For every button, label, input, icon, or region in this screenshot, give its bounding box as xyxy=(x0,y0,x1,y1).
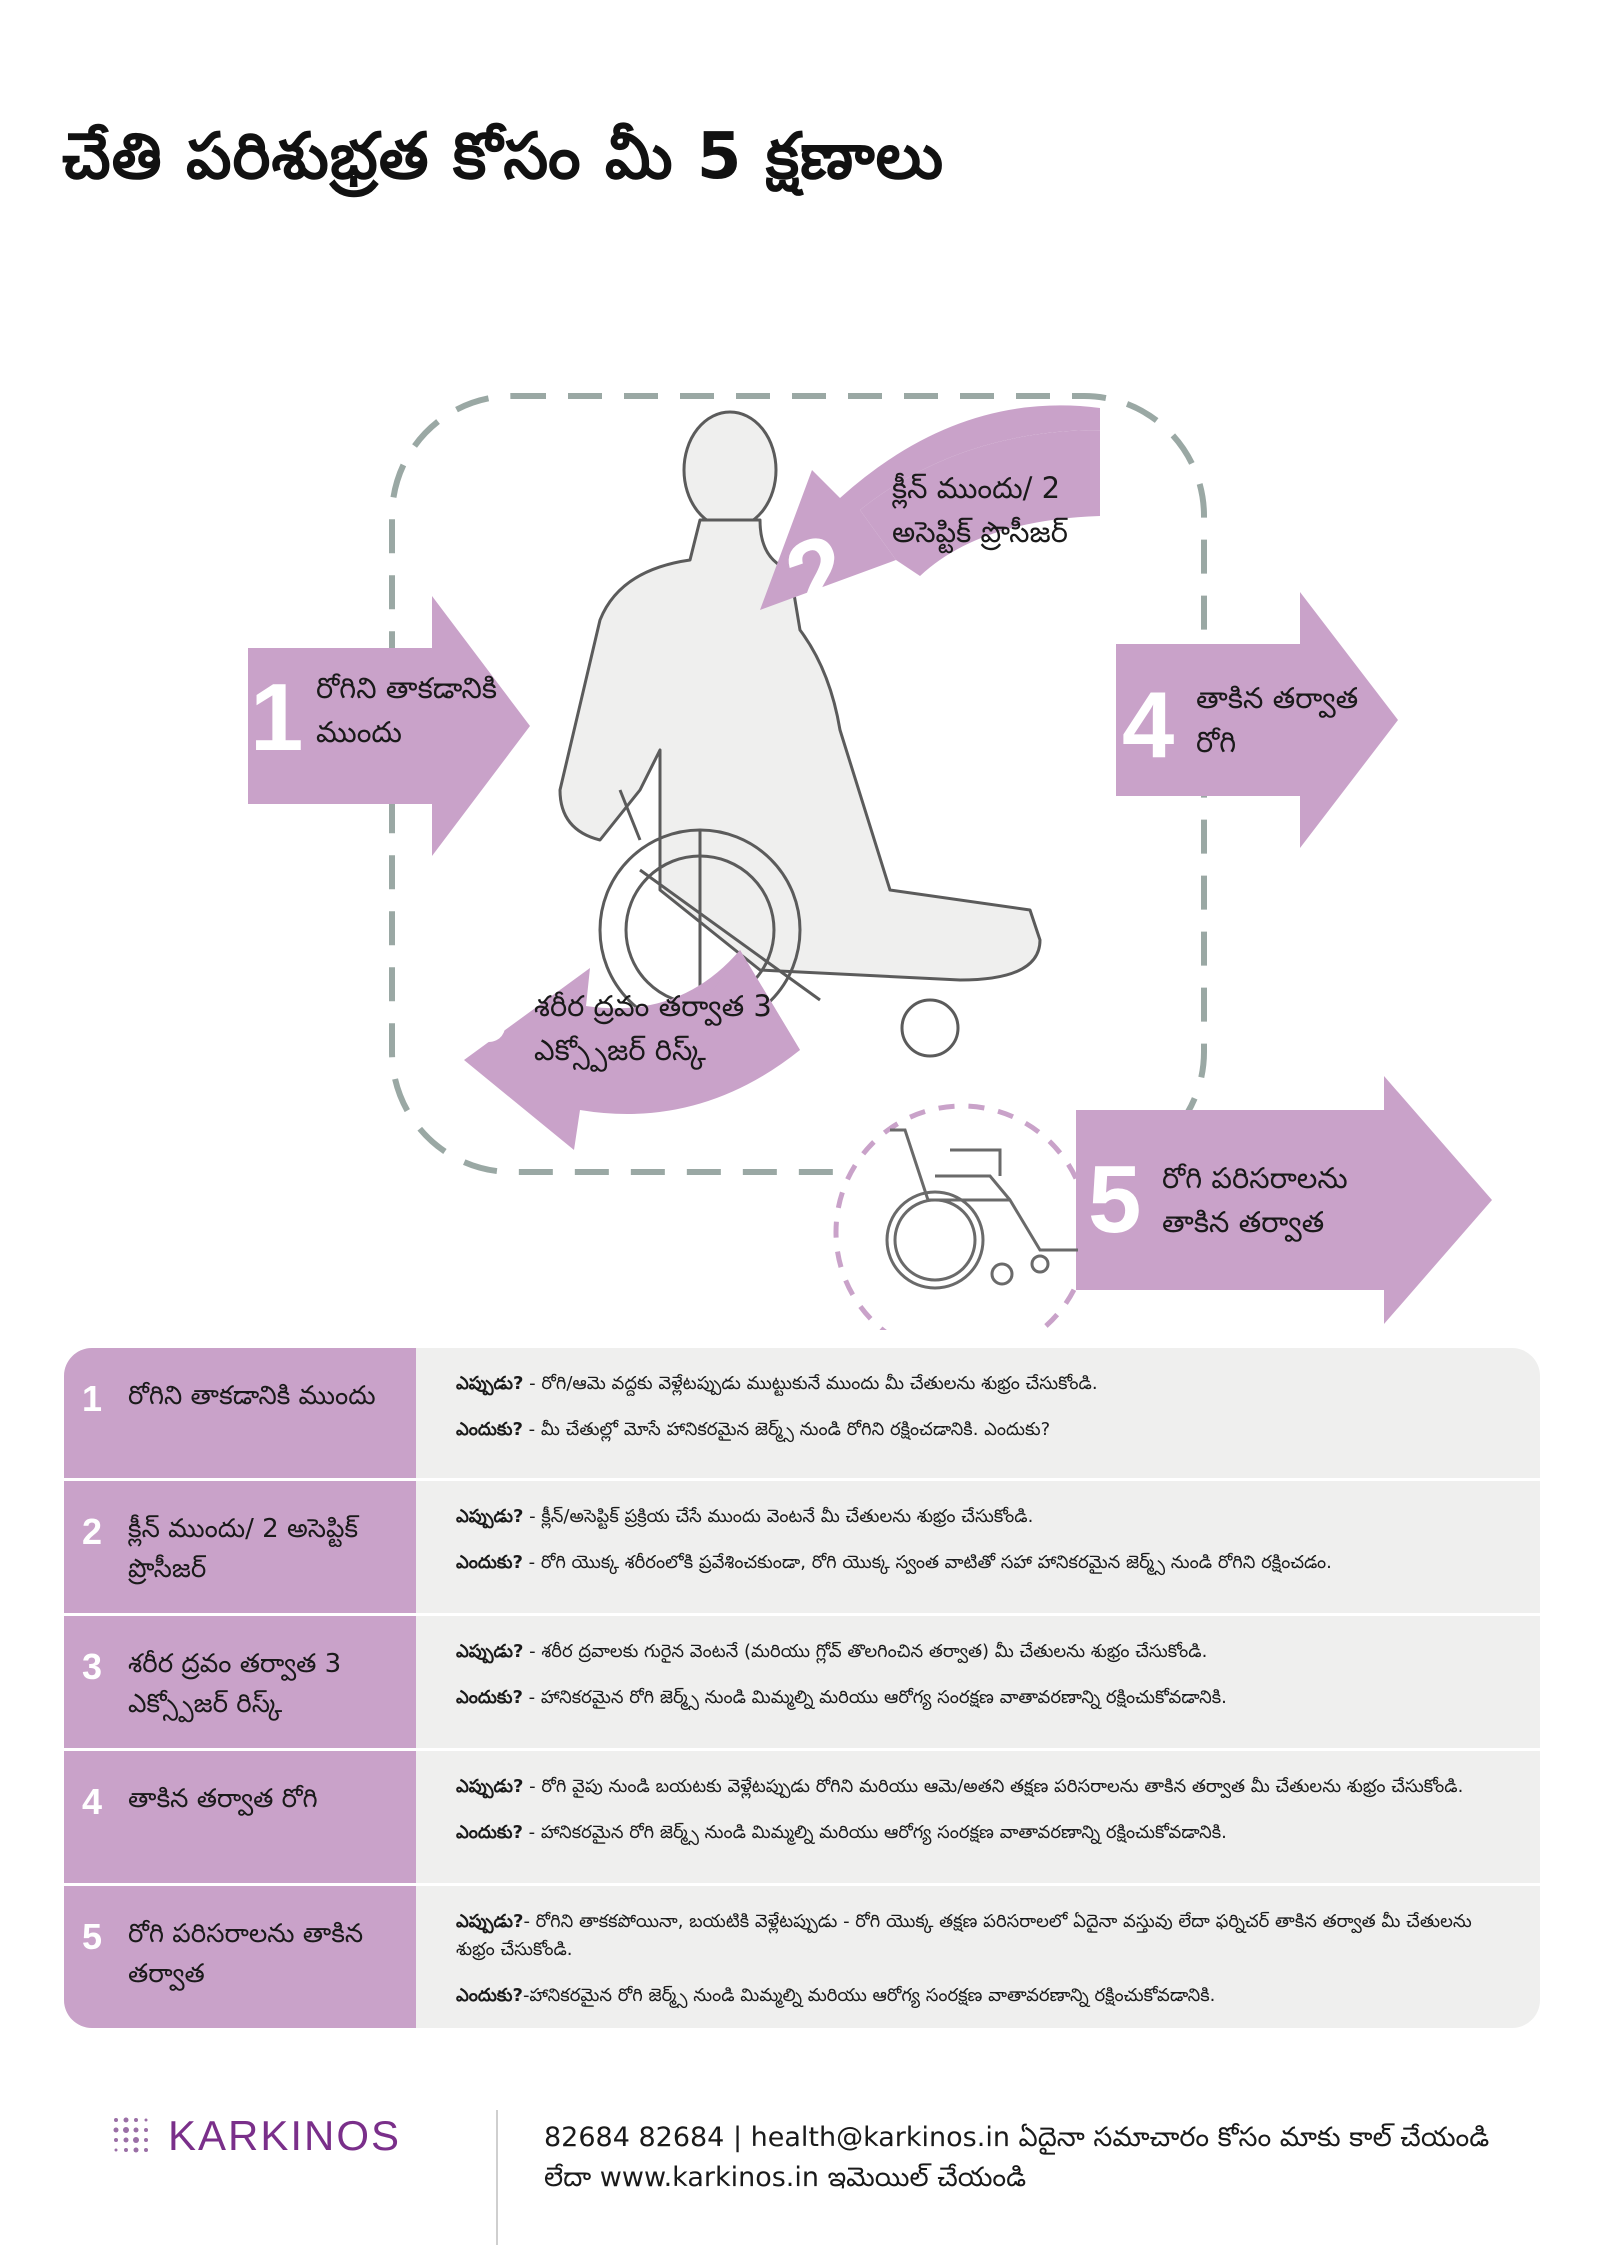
why-label: ఎందుకు? xyxy=(456,1687,523,1708)
when-label: ఎప్పుడు? xyxy=(456,1373,524,1394)
footer-divider xyxy=(496,2110,498,2245)
why-label: ఎందుకు? xyxy=(456,1419,523,1440)
row-label: క్లీన్ ముందు/ 2 అసెప్టిక్ ప్రొసీజర్ xyxy=(128,1514,359,1584)
when-text: - రోగి/ఆమె వద్దకు వెళ్లేటప్పుడు ముట్టుకు… xyxy=(523,1373,1098,1394)
why-text: - రోగి యొక్క శరీరంలోకి ప్రవేశించకుండా, ర… xyxy=(522,1552,1332,1573)
karkinos-dots-logo-icon xyxy=(113,2117,148,2153)
table-row: 5 రోగి పరిసరాలను తాకిన తర్వాత ఎప్పుడు?- … xyxy=(64,1886,1540,2028)
row-number: 4 xyxy=(82,1781,103,1822)
diagram-graphics xyxy=(248,393,1492,1330)
arrow-3-label: శరీర ద్రవం తర్వాత 3 ఎక్స్పోజర్ రిస్క్ xyxy=(534,989,772,1067)
why-label: ఎందుకు? xyxy=(456,1552,523,1573)
when-label: ఎప్పుడు? xyxy=(456,1776,524,1797)
arrow-5-number: 5 xyxy=(1088,1146,1142,1253)
why-label: ఎందుకు? xyxy=(456,1822,523,1843)
row-label: తాకిన తర్వాత రోగి xyxy=(128,1784,318,1814)
arrow-1-label: రోగిని తాకడానికి ముందు xyxy=(316,671,497,749)
row-number: 3 xyxy=(82,1646,103,1687)
row-label: రోగి పరిసరాలను తాకిన తర్వాత xyxy=(128,1919,364,1989)
wheelchair-icon xyxy=(885,1128,1078,1290)
row-label: రోగిని తాకడానికి ముందు xyxy=(128,1381,376,1411)
table-row: 2 క్లీన్ ముందు/ 2 అసెప్టిక్ ప్రొసీజర్ ఎప… xyxy=(64,1481,1540,1613)
arrow-2-shape xyxy=(760,405,1100,610)
contact-info: 82684 82684 | health@karkinos.in ఏదైనా స… xyxy=(544,2122,1490,2193)
when-label: ఎప్పుడు? xyxy=(456,1641,524,1662)
why-text: -హానికరమైన రోగి జెర్మ్స్ నుండి మిమ్మల్ని… xyxy=(522,1985,1216,2006)
arrow-4-shape xyxy=(1116,592,1398,848)
arrow-1-number: 1 xyxy=(250,664,304,771)
when-text: - శరీర ద్రవాలకు గురైన వెంటనే (మరియు గ్లో… xyxy=(523,1641,1208,1662)
row-divider xyxy=(64,1748,1540,1751)
when-label: ఎప్పుడు? xyxy=(456,1506,524,1527)
why-text: - మీ చేతుల్లో మోసే హానికరమైన జెర్మ్స్ ను… xyxy=(522,1419,1051,1440)
arrow-1-shape xyxy=(248,596,530,856)
why-label: ఎందుకు? xyxy=(456,1985,523,2006)
environment-circle xyxy=(833,1103,1091,1330)
row-divider xyxy=(64,1883,1540,1886)
table-row: 1 రోగిని తాకడానికి ముందు ఎప్పుడు? - రోగి… xyxy=(64,1348,1540,1478)
table-row: 3 శరీర ద్రవం తర్వాత 3 ఎక్స్పోజర్ రిస్క్ … xyxy=(64,1616,1540,1748)
arrow-2-label: క్లీన్ ముందు/ 2 అసెప్టిక్ ప్రొసీజర్ xyxy=(892,471,1068,549)
arrow-4-label: తాకిన తర్వాత రోగి xyxy=(1196,681,1359,759)
table-row: 4 తాకిన తర్వాత రోగి ఎప్పుడు? - రోగి వైపు… xyxy=(64,1751,1540,1883)
row-number: 5 xyxy=(82,1916,103,1957)
patient-in-wheelchair-icon xyxy=(558,410,1042,982)
karkinos-logo: KARKINOS xyxy=(112,2112,401,2160)
moments-table: 1 రోగిని తాకడానికి ముందు ఎప్పుడు? - రోగి… xyxy=(64,1348,1540,2028)
logo-text: KARKINOS xyxy=(168,2112,402,2159)
row-number: 2 xyxy=(82,1511,103,1552)
row-divider xyxy=(64,1613,1540,1616)
when-text: - క్లీన్/అసెప్టిక్ ప్రక్రియ చేసే ముందు వ… xyxy=(523,1506,1034,1527)
five-moments-diagram: 1 రోగిని తాకడానికి ముందు 2 క్లీన్ ముందు/… xyxy=(0,370,1600,1330)
arrow-5-shape xyxy=(1076,1076,1492,1324)
arrow-5-label: రోగి పరిసరాలను తాకిన తర్వాత xyxy=(1162,1161,1348,1239)
row-label: శరీర ద్రవం తర్వాత 3 ఎక్స్పోజర్ రిస్క్ xyxy=(128,1649,342,1719)
when-text: - రోగిని తాకకపోయినా, బయటికి వెళ్లేటప్పుడ… xyxy=(456,1911,1472,1960)
page-title: చేతి పరిశుభ్రత కోసం మీ 5 క్షణాలు xyxy=(62,120,945,194)
when-text: - రోగి వైపు నుండి బయటకు వెళ్లేటప్పుడు రో… xyxy=(523,1776,1464,1797)
row-number: 1 xyxy=(82,1378,103,1419)
row-divider xyxy=(64,1478,1540,1481)
when-label: ఎప్పుడు? xyxy=(456,1911,524,1932)
why-text: - హానికరమైన రోగి జెర్మ్స్ నుండి మిమ్మల్న… xyxy=(522,1687,1227,1708)
arrow-4-number: 4 xyxy=(1122,672,1175,777)
why-text: - హానికరమైన రోగి జెర్మ్స్ నుండి మిమ్మల్న… xyxy=(522,1822,1227,1843)
